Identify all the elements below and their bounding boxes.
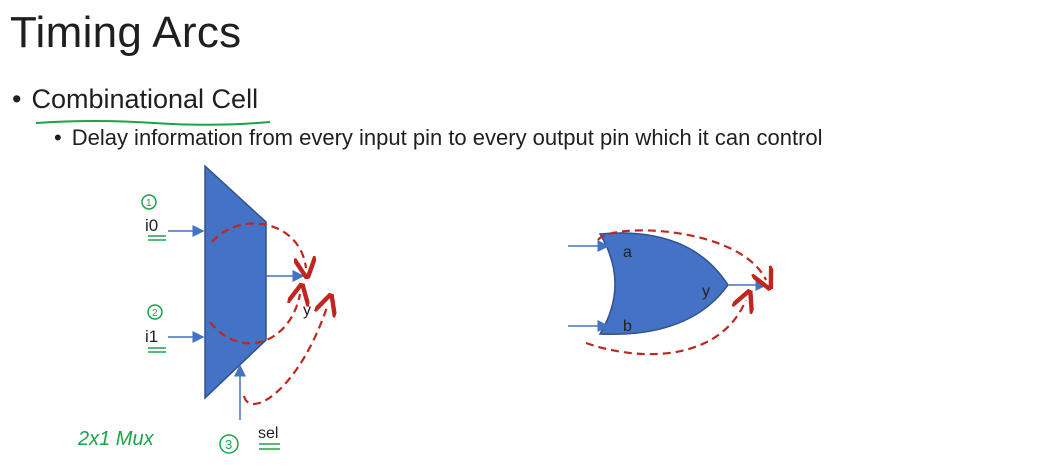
- or-gate: a b y: [568, 229, 766, 356]
- bullet-combinational-cell: • Combinational Cell: [12, 84, 258, 115]
- or-gate-output-label: y: [702, 283, 710, 300]
- mux-arc-i0-to-y: [211, 222, 306, 268]
- mux-marker-1: [141, 194, 157, 210]
- or-gate-body: [598, 232, 729, 336]
- or-gate-input-b-label: b: [623, 318, 632, 335]
- slide-title: Timing Arcs: [10, 8, 242, 57]
- bullet-dot: •: [54, 125, 62, 150]
- mux-body: [204, 164, 267, 400]
- bullet-dot: •: [12, 84, 22, 114]
- or-gate-input-a-label: a: [623, 244, 632, 261]
- mux-marker-3: [219, 434, 239, 454]
- mux-output-label: y: [303, 302, 311, 319]
- mux-marker-3-number: 3: [225, 437, 232, 452]
- mux-arc-sel-to-y: [242, 304, 328, 406]
- or-gate-arc-b-to-y: [585, 300, 746, 356]
- bullet-level2-text: Delay information from every input pin t…: [71, 125, 823, 150]
- or-gate-arc-a-to-y: [597, 229, 766, 280]
- mux-marker-2-number: 2: [152, 308, 158, 319]
- mux-marker-2: [147, 304, 163, 320]
- mux-annotation: 2x1 Mux: [77, 428, 155, 450]
- mux-sel-label: sel: [258, 425, 278, 442]
- mux-i0-label: i0: [145, 216, 158, 235]
- handwritten-underline: [35, 120, 271, 126]
- mux-marker-1-number: 1: [146, 198, 152, 209]
- bullet-delay-information: • Delay information from every input pin …: [54, 125, 823, 151]
- mux-i1-label: i1: [145, 327, 158, 346]
- bullet-level1-text: Combinational Cell: [31, 84, 259, 114]
- mux-arc-i1-to-y: [209, 294, 300, 345]
- mux-2x1: i0 i1 y sel 1 2 3 2x1 Mux: [77, 164, 328, 454]
